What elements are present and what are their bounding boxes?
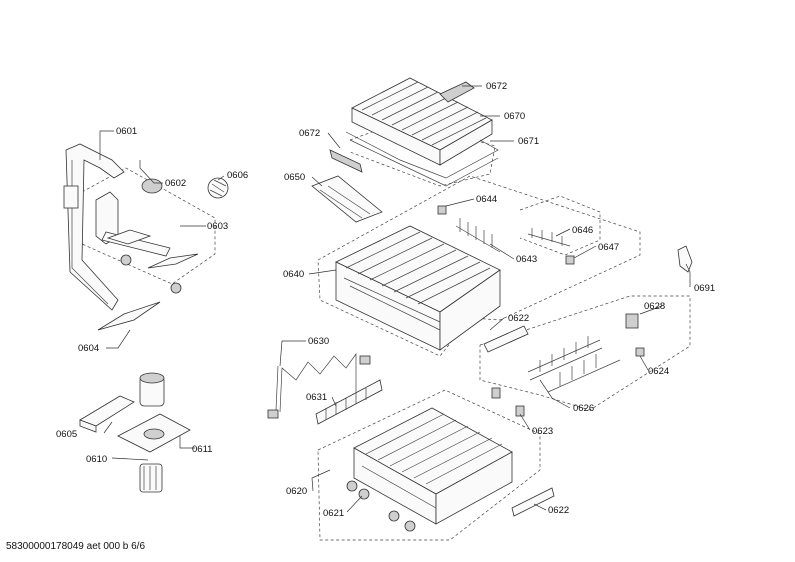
part-label-0647: 0647 (598, 242, 619, 253)
part-label-0670: 0670 (504, 111, 525, 122)
part-label-0691: 0691 (694, 283, 715, 294)
cutlery-tray-illustration (329, 77, 499, 187)
part-label-0672-left: 0672 (299, 128, 320, 139)
part-label-0606: 0606 (227, 170, 248, 181)
part-label-0610: 0610 (86, 454, 107, 465)
part-label-0602: 0602 (165, 178, 186, 189)
spray-arm-assembly-illustration (63, 143, 229, 331)
filter-assembly-illustration (79, 372, 191, 493)
part-label-0604: 0604 (78, 343, 99, 354)
part-label-0644: 0644 (476, 194, 497, 205)
part-labels: 0601 0602 0606 0603 0604 0605 0610 0611 … (56, 81, 715, 519)
lower-basket-illustration (267, 245, 693, 532)
leader-lines (99, 85, 691, 513)
part-label-0603: 0603 (207, 221, 228, 232)
part-label-0631: 0631 (306, 392, 327, 403)
part-label-0620: 0620 (286, 486, 307, 497)
part-label-0624: 0624 (648, 366, 669, 377)
part-label-0630: 0630 (308, 336, 329, 347)
part-label-0622-lower: 0622 (548, 505, 569, 516)
part-label-0622-upper: 0622 (508, 313, 529, 324)
part-label-0601: 0601 (116, 126, 137, 137)
part-label-0626: 0626 (573, 403, 594, 414)
part-label-0672-top: 0672 (486, 81, 507, 92)
part-label-0628: 0628 (644, 301, 665, 312)
part-label-0605: 0605 (56, 429, 77, 440)
part-label-0643: 0643 (516, 254, 537, 265)
part-label-0640: 0640 (283, 269, 304, 280)
drawing-reference: 58300000178049 aet 000 b 6/6 (6, 541, 146, 552)
group-outlines (81, 119, 691, 541)
part-label-0646: 0646 (572, 225, 593, 236)
part-label-0671: 0671 (518, 136, 539, 147)
part-label-0621: 0621 (323, 508, 344, 519)
upper-basket-illustration (311, 175, 575, 351)
part-label-0650: 0650 (284, 172, 305, 183)
part-label-0623: 0623 (532, 426, 553, 437)
part-label-0611: 0611 (192, 444, 212, 455)
